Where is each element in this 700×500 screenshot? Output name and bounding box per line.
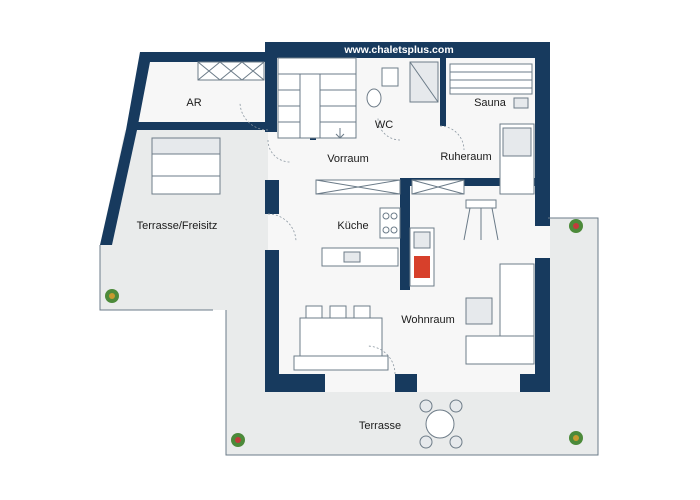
room-label-ar: AR <box>186 97 201 109</box>
bed-icon <box>151 137 221 195</box>
stove-icon <box>409 227 435 287</box>
terrace-table-icon <box>419 399 463 449</box>
room-label-wohnraum: Wohnraum <box>401 314 455 326</box>
room-label-kueche: Küche <box>337 220 368 232</box>
room-label-wc: WC <box>375 119 393 131</box>
walls <box>100 42 550 392</box>
kitchen-counters <box>315 179 465 267</box>
flower-pot-icon <box>569 219 583 233</box>
website-label: www.chaletsplus.com <box>343 44 453 56</box>
terrace-freisitz-area <box>100 130 268 310</box>
flower-pot-icon <box>569 431 583 445</box>
room-label-terrasse: Terrasse <box>359 420 401 432</box>
sauna-benches <box>449 63 533 109</box>
stairs-icon <box>277 57 357 139</box>
room-label-sauna: Sauna <box>474 97 507 109</box>
bar-stools <box>463 199 499 241</box>
terrace-main-area <box>213 218 598 455</box>
ar-shelves <box>197 61 265 81</box>
room-label-terrasse-freisitz: Terrasse/Freisitz <box>137 220 218 232</box>
doors <box>239 101 465 375</box>
terrace-railing <box>99 217 599 456</box>
flower-pot-icon <box>105 289 119 303</box>
dining-table-icon <box>293 305 389 371</box>
toilet-icon <box>366 61 439 108</box>
sofa-icon <box>465 263 535 365</box>
room-label-vorraum: Vorraum <box>327 153 369 165</box>
flower-pot-icon <box>231 433 245 447</box>
room-label-ruheraum: Ruheraum <box>440 151 491 163</box>
sofa-icon <box>499 123 535 195</box>
